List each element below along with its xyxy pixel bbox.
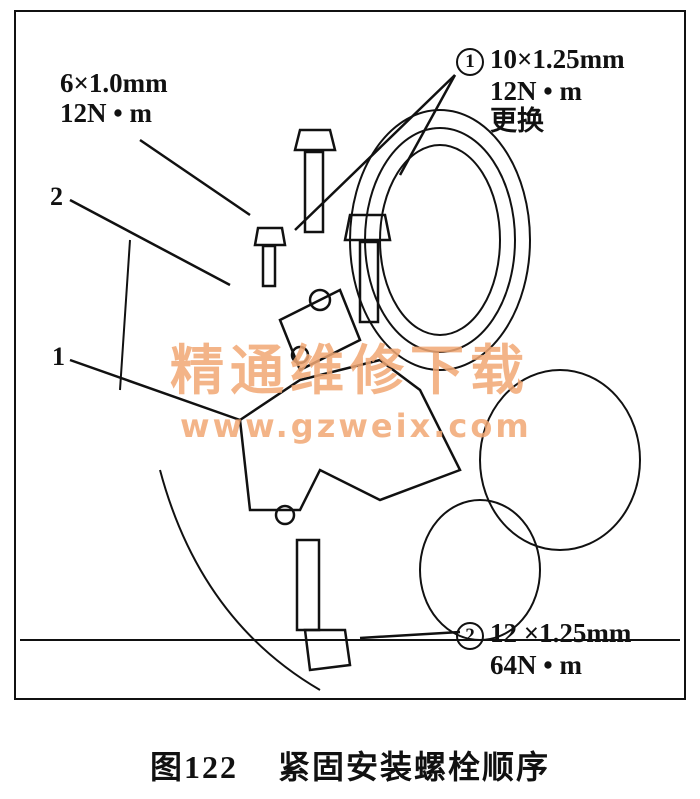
figure-frame <box>14 10 686 700</box>
figure-caption: 图122 紧固安装螺栓顺序 <box>0 748 700 786</box>
caption-number: 图122 <box>149 749 238 785</box>
small-bolt-torque: 12N • m <box>60 98 152 128</box>
bracket <box>238 288 462 526</box>
marker-2: 2 <box>456 621 484 650</box>
engine-outline <box>20 239 680 691</box>
caption-title: 紧固安装螺栓顺序 <box>278 749 551 785</box>
bolt-1-note: 更换 <box>490 105 544 136</box>
watermark-text: 精通维修下载 <box>170 338 530 402</box>
part-label-2: 2 <box>50 182 63 211</box>
watermark-url: www.gzweix.com <box>180 407 532 445</box>
small-bolt-size: 6×1.0mm <box>60 68 168 98</box>
bolt-1b <box>343 213 392 324</box>
bolt-2-torque: 64N • m <box>490 649 582 680</box>
bolt-2 <box>295 538 352 672</box>
part-label-1: 1 <box>52 342 65 371</box>
callout-small-bolt: 6×1.0mm 12N • m <box>60 68 168 128</box>
marker-1: 1 <box>456 47 484 76</box>
bolt-small <box>253 226 287 288</box>
bolt-2-size: 12 ×1.25mm <box>490 618 632 648</box>
bolt-1a <box>293 128 337 234</box>
bolt-1-size: 10×1.25mm <box>490 44 625 74</box>
bolt-1-torque: 12N • m <box>490 75 582 106</box>
